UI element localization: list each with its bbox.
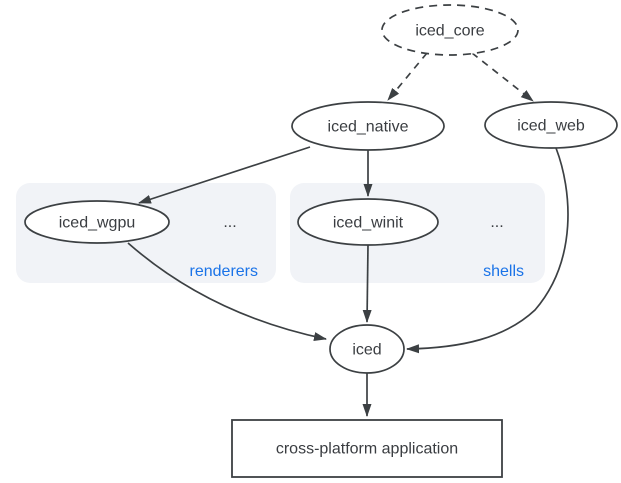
node-cross-platform-application-label: cross-platform application [276,441,458,458]
shells-ellipsis: ... [490,214,503,231]
shells-group-label: shells [483,263,524,280]
node-iced-web [484,101,618,149]
node-iced-wgpu [24,200,170,244]
node-iced-core-label: iced_core [415,23,484,40]
node-iced-label: iced [352,342,381,359]
node-iced-native [291,101,445,151]
node-iced-native-label: iced_native [328,119,409,136]
edge-wgpu-to-iced [127,242,327,341]
node-cross-platform-application [231,419,503,478]
node-iced-wgpu-label: iced_wgpu [59,215,136,232]
renderers-group-label: renderers [190,263,258,280]
edge-core-to-web [471,52,534,102]
node-iced-web-label: iced_web [517,118,585,135]
edge-winit-to-iced [362,244,372,323]
node-iced-winit-label: iced_winit [333,215,404,232]
node-iced-winit [297,198,439,246]
renderers-ellipsis: ... [223,214,236,231]
edge-native-to-wgpu [138,146,311,204]
edge-web-to-iced [406,147,569,354]
edge-core-to-native [387,52,428,101]
node-iced-core [381,4,519,56]
node-iced [329,324,405,374]
